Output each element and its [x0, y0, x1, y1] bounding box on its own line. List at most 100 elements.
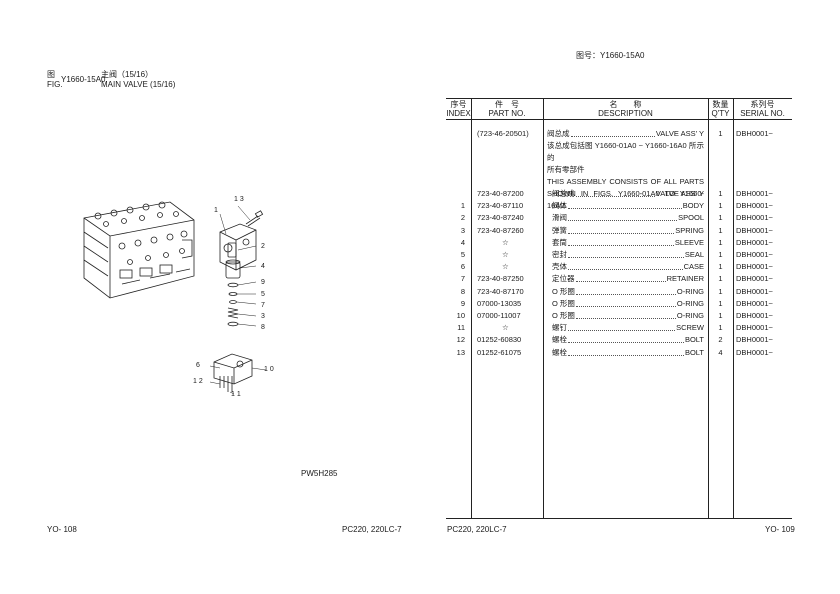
- callout-3: 3: [261, 313, 265, 320]
- row-name-en: BOLT: [684, 347, 704, 357]
- row-part-no: 723-40-87250: [477, 274, 524, 284]
- figure-header: 图 FIG. Y1660-15A0 主阀（15/16） MAIN VALVE (…: [47, 70, 187, 90]
- callout-9: 9: [261, 279, 265, 286]
- row-index: 13: [456, 347, 465, 357]
- right-drawing-number: 图号：Y1660-15A0: [576, 50, 644, 61]
- row-index: 3: [460, 225, 465, 235]
- row-name-cn: 阀总成: [552, 189, 575, 198]
- row-description: 定位器 RETAINER: [552, 273, 704, 285]
- fig-label-cn: 图: [47, 70, 55, 79]
- row-serial: DBH0001~: [736, 201, 773, 211]
- row-qty: 1: [718, 311, 723, 320]
- row-description: 阀总成 VALVE ASS' Y: [552, 188, 704, 200]
- leader-lines: [209, 205, 267, 395]
- drawing-number-label: 图号：: [576, 51, 600, 60]
- row-index: 2: [460, 213, 465, 223]
- row-part-no: ☆: [502, 323, 509, 333]
- row-name-cn: 弹簧: [552, 225, 567, 235]
- row-qty: 1: [718, 250, 723, 259]
- callout-13: 1 3: [234, 196, 244, 203]
- callout-12: 1 2: [193, 378, 203, 385]
- row-qty: 1: [718, 286, 723, 296]
- right-model: PC220, 220LC-7: [447, 525, 507, 534]
- header-index: 序号 INDEX: [446, 100, 471, 118]
- row-part-no: 723-40-87240: [477, 213, 524, 223]
- row-name-cn: 定位器: [552, 274, 575, 284]
- row-qty: 1: [718, 225, 723, 235]
- row-part-no: 01252-61075: [477, 347, 522, 357]
- row-description: 壳体 CASE: [552, 261, 704, 273]
- row-part-no: 07000-11007: [477, 311, 521, 320]
- header-qty: 数量 Q'TY: [711, 100, 730, 118]
- row-serial: DBH0001~: [736, 311, 773, 320]
- row-qty: 1: [718, 323, 723, 333]
- diagram-ref-code: PW5H285: [301, 469, 338, 478]
- row-name-cn: O 形圈: [552, 286, 575, 296]
- header-part-no: 件 号 PART NO.: [488, 100, 526, 118]
- assembly-serial: DBH0001~: [736, 129, 773, 138]
- row-name-en: BODY: [682, 201, 704, 211]
- row-name-cn: 密封: [552, 250, 567, 259]
- row-part-no: ☆: [502, 237, 509, 247]
- parts-table: 序号 INDEX 件 号 PART NO. 名 称 DESCRIPTION 数量…: [446, 98, 792, 519]
- row-qty: 4: [718, 347, 723, 357]
- row-index: 9: [460, 298, 465, 308]
- row-name-en: O-RING: [676, 298, 704, 308]
- row-serial: DBH0001~: [736, 262, 773, 272]
- row-name-en: VALVE ASS' Y: [655, 189, 704, 198]
- assembly-part-no: (723-46-20501): [477, 129, 529, 138]
- row-serial: DBH0001~: [736, 225, 773, 235]
- fig-label-en: FIG.: [47, 80, 63, 89]
- row-serial: DBH0001~: [736, 347, 773, 357]
- callout-8: 8: [261, 324, 265, 331]
- row-name-en: CASE: [683, 262, 704, 272]
- fig-number: Y1660-15A0: [61, 75, 106, 84]
- assembly-qty: 1: [718, 129, 723, 138]
- row-name-en: SPOOL: [678, 213, 704, 223]
- callout-6: 6: [196, 362, 200, 369]
- row-part-no: 01252-60830: [477, 335, 522, 345]
- row-part-no: ☆: [502, 250, 509, 259]
- row-name-cn: 壳体: [552, 262, 567, 272]
- row-name-cn: 螺钉: [552, 323, 567, 333]
- callout-1: 1: [214, 207, 218, 214]
- left-model: PC220, 220LC-7: [342, 525, 402, 534]
- row-qty: 1: [718, 262, 723, 272]
- row-serial: DBH0001~: [736, 298, 773, 308]
- row-serial: DBH0001~: [736, 274, 773, 284]
- drawing-number-code: Y1660-15A0: [600, 51, 645, 60]
- row-name-cn: 螺栓: [552, 335, 567, 345]
- row-part-no: 723-40-87170: [477, 286, 524, 296]
- callout-10: 1 0: [264, 366, 274, 373]
- row-index: 8: [460, 286, 465, 296]
- row-part-no: 723-40-87110: [477, 201, 524, 211]
- row-serial: DBH0001~: [736, 335, 773, 345]
- fig-title-cn: 主阀（15/16）: [101, 70, 154, 79]
- row-qty: 2: [718, 335, 723, 345]
- row-name-en: RETAINER: [666, 274, 704, 284]
- row-part-no: 07000-13035: [477, 298, 522, 308]
- row-qty: 1: [718, 274, 723, 284]
- header-serial-no: 系列号 SERIAL NO.: [740, 100, 785, 118]
- left-page-number: YO- 108: [47, 525, 77, 534]
- row-part-no: 723-40-87260: [477, 225, 524, 235]
- valve-body-drawing: [83, 201, 195, 299]
- row-qty: 1: [718, 237, 723, 247]
- callout-5: 5: [261, 291, 265, 298]
- callout-2: 2: [261, 243, 265, 250]
- row-name-cn: 螺栓: [552, 347, 567, 357]
- exploded-parts-diagram: [83, 201, 267, 395]
- row-qty: 1: [718, 189, 723, 198]
- row-index: 6: [460, 262, 465, 272]
- row-index: 11: [457, 323, 465, 333]
